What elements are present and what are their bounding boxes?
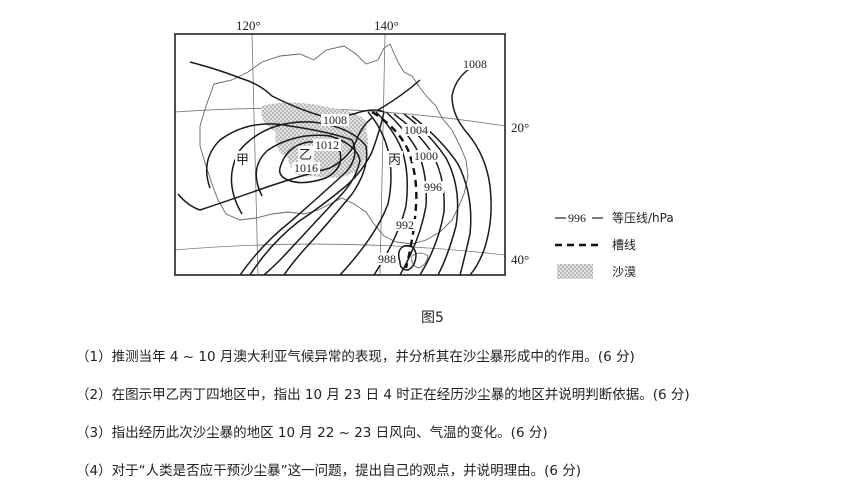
longitude-label-140: 140° xyxy=(374,18,399,33)
isobar-1004 xyxy=(339,111,392,275)
map-frame xyxy=(174,33,506,276)
isobar-label-1012: 1012 xyxy=(315,138,339,152)
weather-map: 120° 140° 20° 40° xyxy=(174,18,674,279)
latitude-label-20: 20° xyxy=(511,120,529,135)
tasmania-coastline xyxy=(411,252,429,269)
question-3: （3）指出经历此次沙尘暴的地区 10 月 22 ~ 23 日风向、气温的变化。(… xyxy=(76,425,548,441)
legend-desert-label: 沙漠 xyxy=(612,265,636,279)
isobar-label-996: 996 xyxy=(424,180,442,194)
isobar-outer-e xyxy=(411,115,472,275)
isobar-inner-c xyxy=(177,117,373,211)
isobar-1008-west xyxy=(189,61,385,275)
australia-coastline xyxy=(199,43,469,245)
isobar-1012 xyxy=(205,123,356,275)
isobar-label-1004: 1004 xyxy=(404,123,428,137)
isobar-east-outer xyxy=(377,79,421,111)
legend-desert-symbol xyxy=(557,264,593,279)
question-2: （2）在图示甲乙丙丁四地区中，指出 10 月 23 日 4 时正在经历沙尘暴的地… xyxy=(76,387,690,403)
legend-isobar-label: 等压线/hPa xyxy=(612,211,674,225)
isobar-inner-a xyxy=(255,134,361,275)
figure-caption: 图5 xyxy=(421,310,444,326)
legend: 996 等压线/hPa 槽线 沙漠 xyxy=(555,211,674,279)
trough-line xyxy=(371,110,418,269)
isobar-1008-east xyxy=(451,63,492,275)
isobar-label-1016: 1016 xyxy=(294,161,318,175)
isobar-label-1000: 1000 xyxy=(414,149,438,163)
isobar-label-1008-west: 1008 xyxy=(323,113,347,127)
question-4: （4）对于“人类是否应干预沙尘暴”这一问题，提出自己的观点，并说明理由。(6 分… xyxy=(76,463,581,479)
isobar-label-988: 988 xyxy=(378,252,396,266)
region-label-jia: 甲 xyxy=(236,153,249,168)
isobar-988 xyxy=(397,244,417,271)
isobar-1000 xyxy=(373,111,409,275)
region-label-yi: 乙 xyxy=(299,148,312,163)
legend-trough-label: 槽线 xyxy=(612,238,636,252)
question-1: （1）推测当年 4 ~ 10 月澳大利亚气候异常的表现，并分析其在沙尘暴形成中的… xyxy=(76,349,635,365)
isobar-1016 xyxy=(278,140,342,184)
longitude-label-120: 120° xyxy=(236,18,261,33)
latitude-label-40: 40° xyxy=(511,252,529,267)
isobar-label-992: 992 xyxy=(396,218,414,232)
legend-isobar-value: 996 xyxy=(568,211,586,225)
isobar-inner-b xyxy=(230,121,368,275)
region-label-bing: 丙 xyxy=(388,153,401,168)
isobar-label-1008-east: 1008 xyxy=(463,57,487,71)
